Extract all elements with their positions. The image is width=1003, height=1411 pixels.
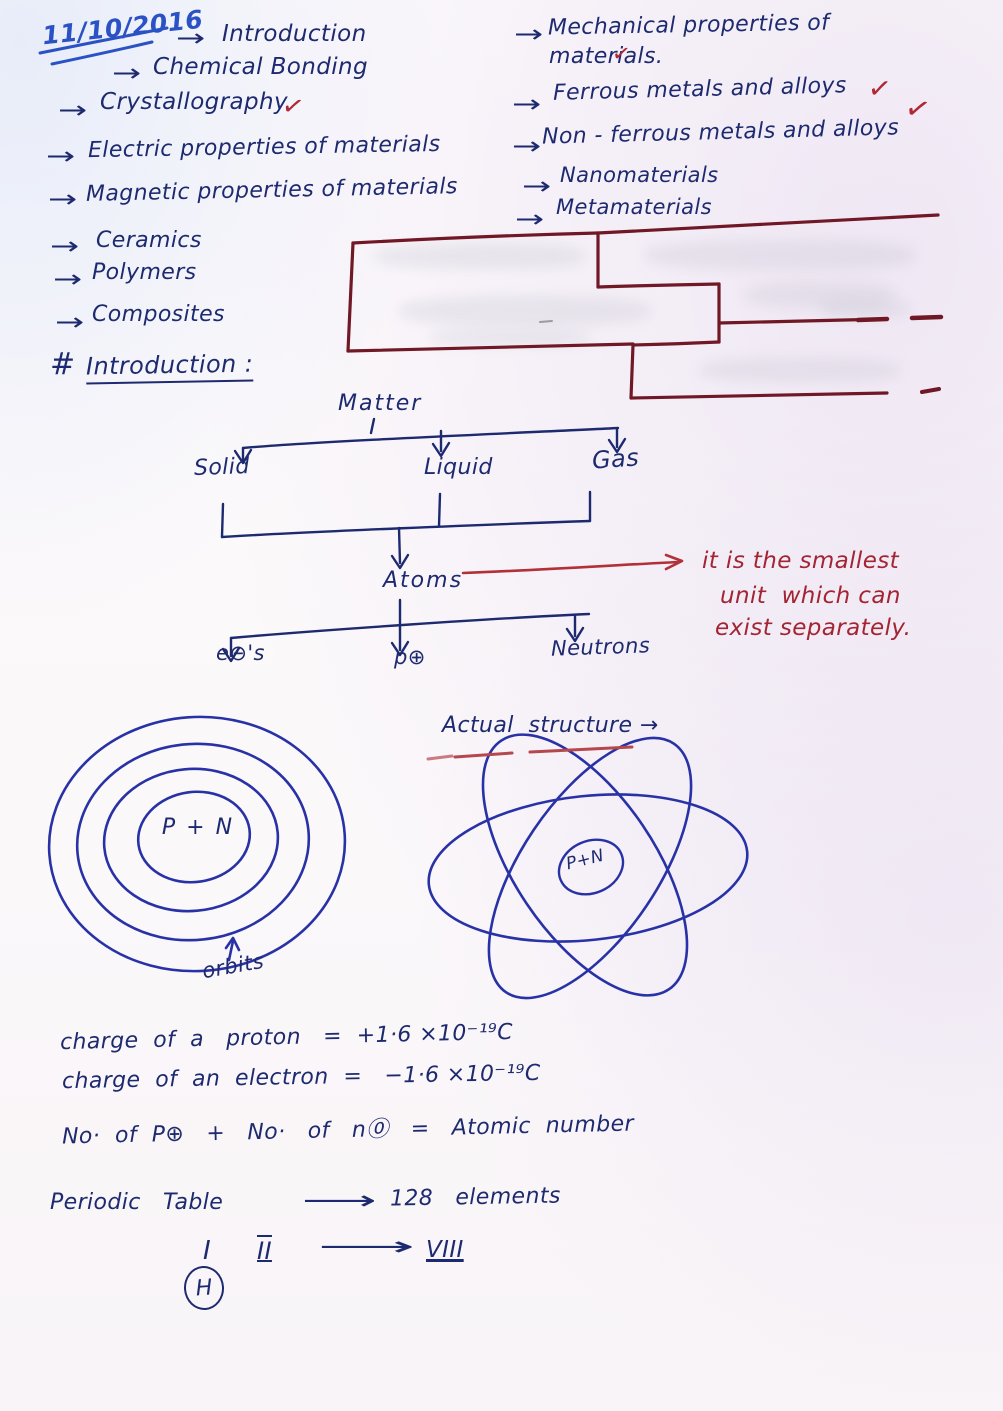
topic-crystallography: Crystallography	[100, 89, 289, 115]
topic-mechanical-line1: Mechanical properties of	[547, 10, 830, 41]
tree-node-liquid: Liquid	[424, 455, 493, 480]
actual-structure-nucleus-label: P+N	[564, 845, 607, 875]
arrow-icon: →	[50, 232, 80, 260]
arrow-icon: →	[522, 172, 552, 200]
arrow-icon: →	[514, 20, 544, 48]
topic-magnetic-properties: Magnetic properties of materials	[85, 174, 458, 207]
topic-ceramics: Ceramics	[96, 228, 202, 253]
topic-chemical-bonding: Chemical Bonding	[153, 54, 369, 80]
tree-root-matter: Matter	[338, 391, 423, 416]
hash-mark: #	[50, 347, 76, 382]
equation-proton-charge: charge of a proton = +1·6 ×10⁻¹⁹C	[59, 1019, 514, 1056]
arrow-icon: →	[512, 90, 542, 118]
periodic-element-count: 128 elements	[389, 1183, 561, 1212]
tree-node-electrons: e⊖'s	[216, 641, 265, 665]
periodic-table-label: Periodic Table	[50, 1190, 224, 1215]
check-icon: ✓	[610, 40, 633, 69]
group-numeral-one: I	[203, 1236, 212, 1266]
topic-nanomaterials: Nanomaterials	[560, 163, 719, 187]
annotation-line-3: exist separately.	[715, 615, 912, 641]
topic-ferrous: Ferrous metals and alloys	[552, 73, 848, 106]
tree-node-atoms: Atoms	[383, 568, 464, 593]
arrow-icon: →	[53, 265, 83, 293]
annotation-line-1: it is the smallest	[702, 548, 900, 574]
actual-structure-underline	[426, 745, 634, 761]
erased-smudge	[700, 358, 900, 382]
check-icon: ✓	[865, 70, 894, 107]
arrow-icon: →	[58, 96, 88, 124]
topic-electric-properties: Electric properties of materials	[87, 131, 441, 164]
check-icon: ✓	[901, 89, 935, 130]
orbit-model-nucleus-label: P + N	[161, 815, 235, 840]
tree-node-gas: Gas	[591, 443, 640, 475]
arrow-icon: →	[46, 142, 76, 170]
long-arrow-icon: ⟶	[318, 1232, 415, 1262]
tree-node-protons: p⊕	[394, 645, 426, 669]
erased-smudge	[745, 282, 895, 308]
topic-composites: Composites	[92, 302, 225, 327]
annotation-arrow	[461, 553, 684, 575]
arrow-icon: →	[112, 59, 142, 87]
arrow-icon: →	[55, 308, 85, 336]
erased-smudge	[375, 243, 585, 269]
actual-structure-heading: Actual structure →	[442, 713, 659, 738]
topic-metamaterials: Metamaterials	[556, 195, 712, 219]
long-arrow-icon: ⟶	[302, 1186, 377, 1216]
tree-node-solid: Solid	[193, 454, 251, 481]
tree-node-neutrons: Neutrons	[550, 633, 651, 661]
topic-introduction: Introduction	[222, 21, 367, 47]
orbit-model-drawing	[47, 715, 347, 973]
erased-smudge	[430, 330, 590, 346]
erased-smudge	[400, 296, 650, 326]
equation-electron-charge: charge of an electron = −1·6 ×10⁻¹⁹C	[61, 1060, 541, 1095]
arrow-icon: →	[512, 132, 542, 160]
topic-nonferrous: Non - ferrous metals and alloys	[541, 115, 900, 150]
circled-hydrogen: H	[182, 1264, 226, 1312]
arrow-icon: →	[48, 185, 78, 213]
group-numeral-eight: VIII	[426, 1237, 464, 1263]
check-icon: ✓	[279, 90, 307, 124]
erased-smudge	[820, 300, 910, 318]
erased-smudge	[645, 240, 915, 270]
orbit-model-orbits-label: orbits	[200, 948, 266, 984]
topic-polymers: Polymers	[92, 260, 197, 285]
arrow-icon: →	[176, 24, 206, 52]
section-heading: Introduction :	[85, 349, 254, 385]
equation-atomic-number: No· of P⊕ + No· of n⓪ = Atomic number	[61, 1111, 635, 1150]
group-numeral-two: II	[257, 1237, 272, 1265]
topic-mechanical-line2: materials.	[549, 44, 664, 69]
annotation-line-2: unit which can	[720, 583, 901, 609]
arrow-icon: →	[515, 205, 545, 233]
